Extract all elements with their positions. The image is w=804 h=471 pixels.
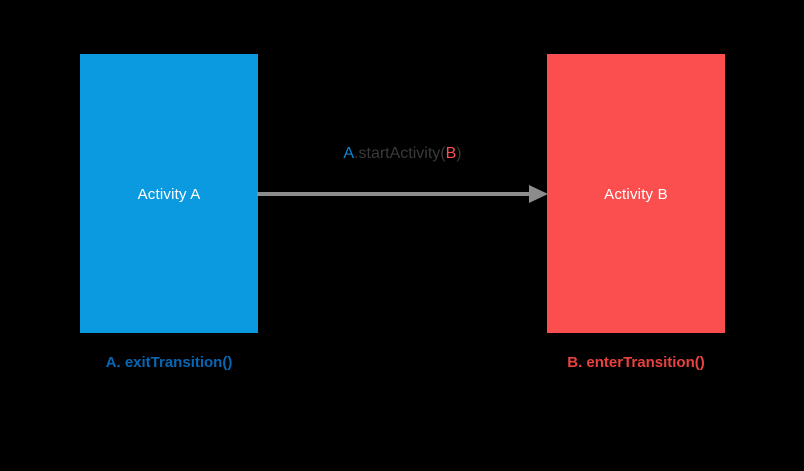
argument-token-b: B [445, 145, 457, 162]
exit-transition-caption: A. exitTransition() [105, 354, 233, 371]
activity-b-label: Activity B [604, 186, 668, 203]
enter-transition-caption: B. enterTransition() [567, 354, 705, 371]
activity-b-box[interactable]: Activity B [547, 54, 725, 333]
activity-a-box[interactable]: Activity A [80, 54, 258, 333]
closing-paren-token: ) [456, 145, 462, 162]
arrow-head-icon [529, 185, 548, 203]
start-activity-call-label: A.startActivity(B) [258, 146, 547, 162]
method-token: .startActivity( [354, 145, 446, 162]
start-activity-arrow [257, 185, 548, 203]
activity-a-label: Activity A [137, 186, 201, 203]
caller-token-a: A [343, 145, 355, 162]
